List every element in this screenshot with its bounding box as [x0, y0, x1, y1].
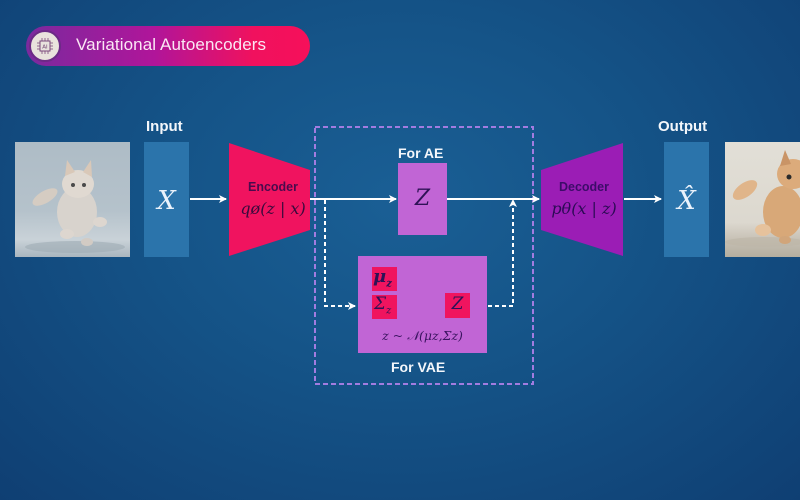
- vae-z-chip: [445, 293, 470, 318]
- kitten-icon: [25, 160, 125, 253]
- decoder-formula: pθ(x | z): [551, 199, 617, 218]
- encoder-block: [229, 143, 310, 256]
- mu-chip: [372, 267, 397, 291]
- output-symbol: X̂: [677, 186, 696, 216]
- title-banner: [26, 26, 310, 66]
- logo-text: AI: [42, 45, 48, 51]
- sigma-subscript: z: [386, 305, 392, 317]
- vae-label: For VAE: [391, 359, 446, 375]
- vae-sampling-formula: z ~ 𝒩(μz,Σz): [382, 328, 463, 343]
- page-title: Variational Autoencoders: [76, 35, 267, 54]
- encoder-formula: qø(z | x): [240, 199, 306, 218]
- ai-chip-icon: AI: [37, 38, 53, 54]
- arrow-vae-to-decoder: [488, 199, 517, 307]
- decoder-label: Decoder: [558, 180, 610, 194]
- output-label: Output: [658, 118, 708, 135]
- sigma-char: Σ: [374, 294, 387, 314]
- output-vector-box: [664, 142, 709, 257]
- ae-label: For AE: [398, 145, 444, 161]
- kitten-icon: [725, 150, 800, 247]
- mu-symbol: μz: [373, 266, 392, 290]
- sigma-chip: [372, 295, 397, 319]
- mu-char: μ: [373, 266, 387, 287]
- ae-latent-box: [398, 163, 447, 235]
- encoder-label: Encoder: [247, 180, 298, 194]
- arrow-encoder-to-vae: [324, 200, 356, 310]
- sigma-symbol: Σz: [374, 294, 391, 316]
- latent-region-border: [314, 126, 534, 385]
- output-image: [725, 142, 800, 257]
- input-symbol: X: [157, 186, 176, 216]
- input-image: [15, 142, 130, 257]
- ae-latent-symbol: Z: [414, 186, 431, 211]
- input-label: Input: [146, 118, 183, 135]
- input-vector-box: [144, 142, 189, 257]
- logo: AI: [29, 30, 61, 62]
- vae-latent-symbol: Z: [451, 294, 464, 314]
- decoder-block: [541, 143, 623, 256]
- mu-subscript: z: [386, 278, 392, 290]
